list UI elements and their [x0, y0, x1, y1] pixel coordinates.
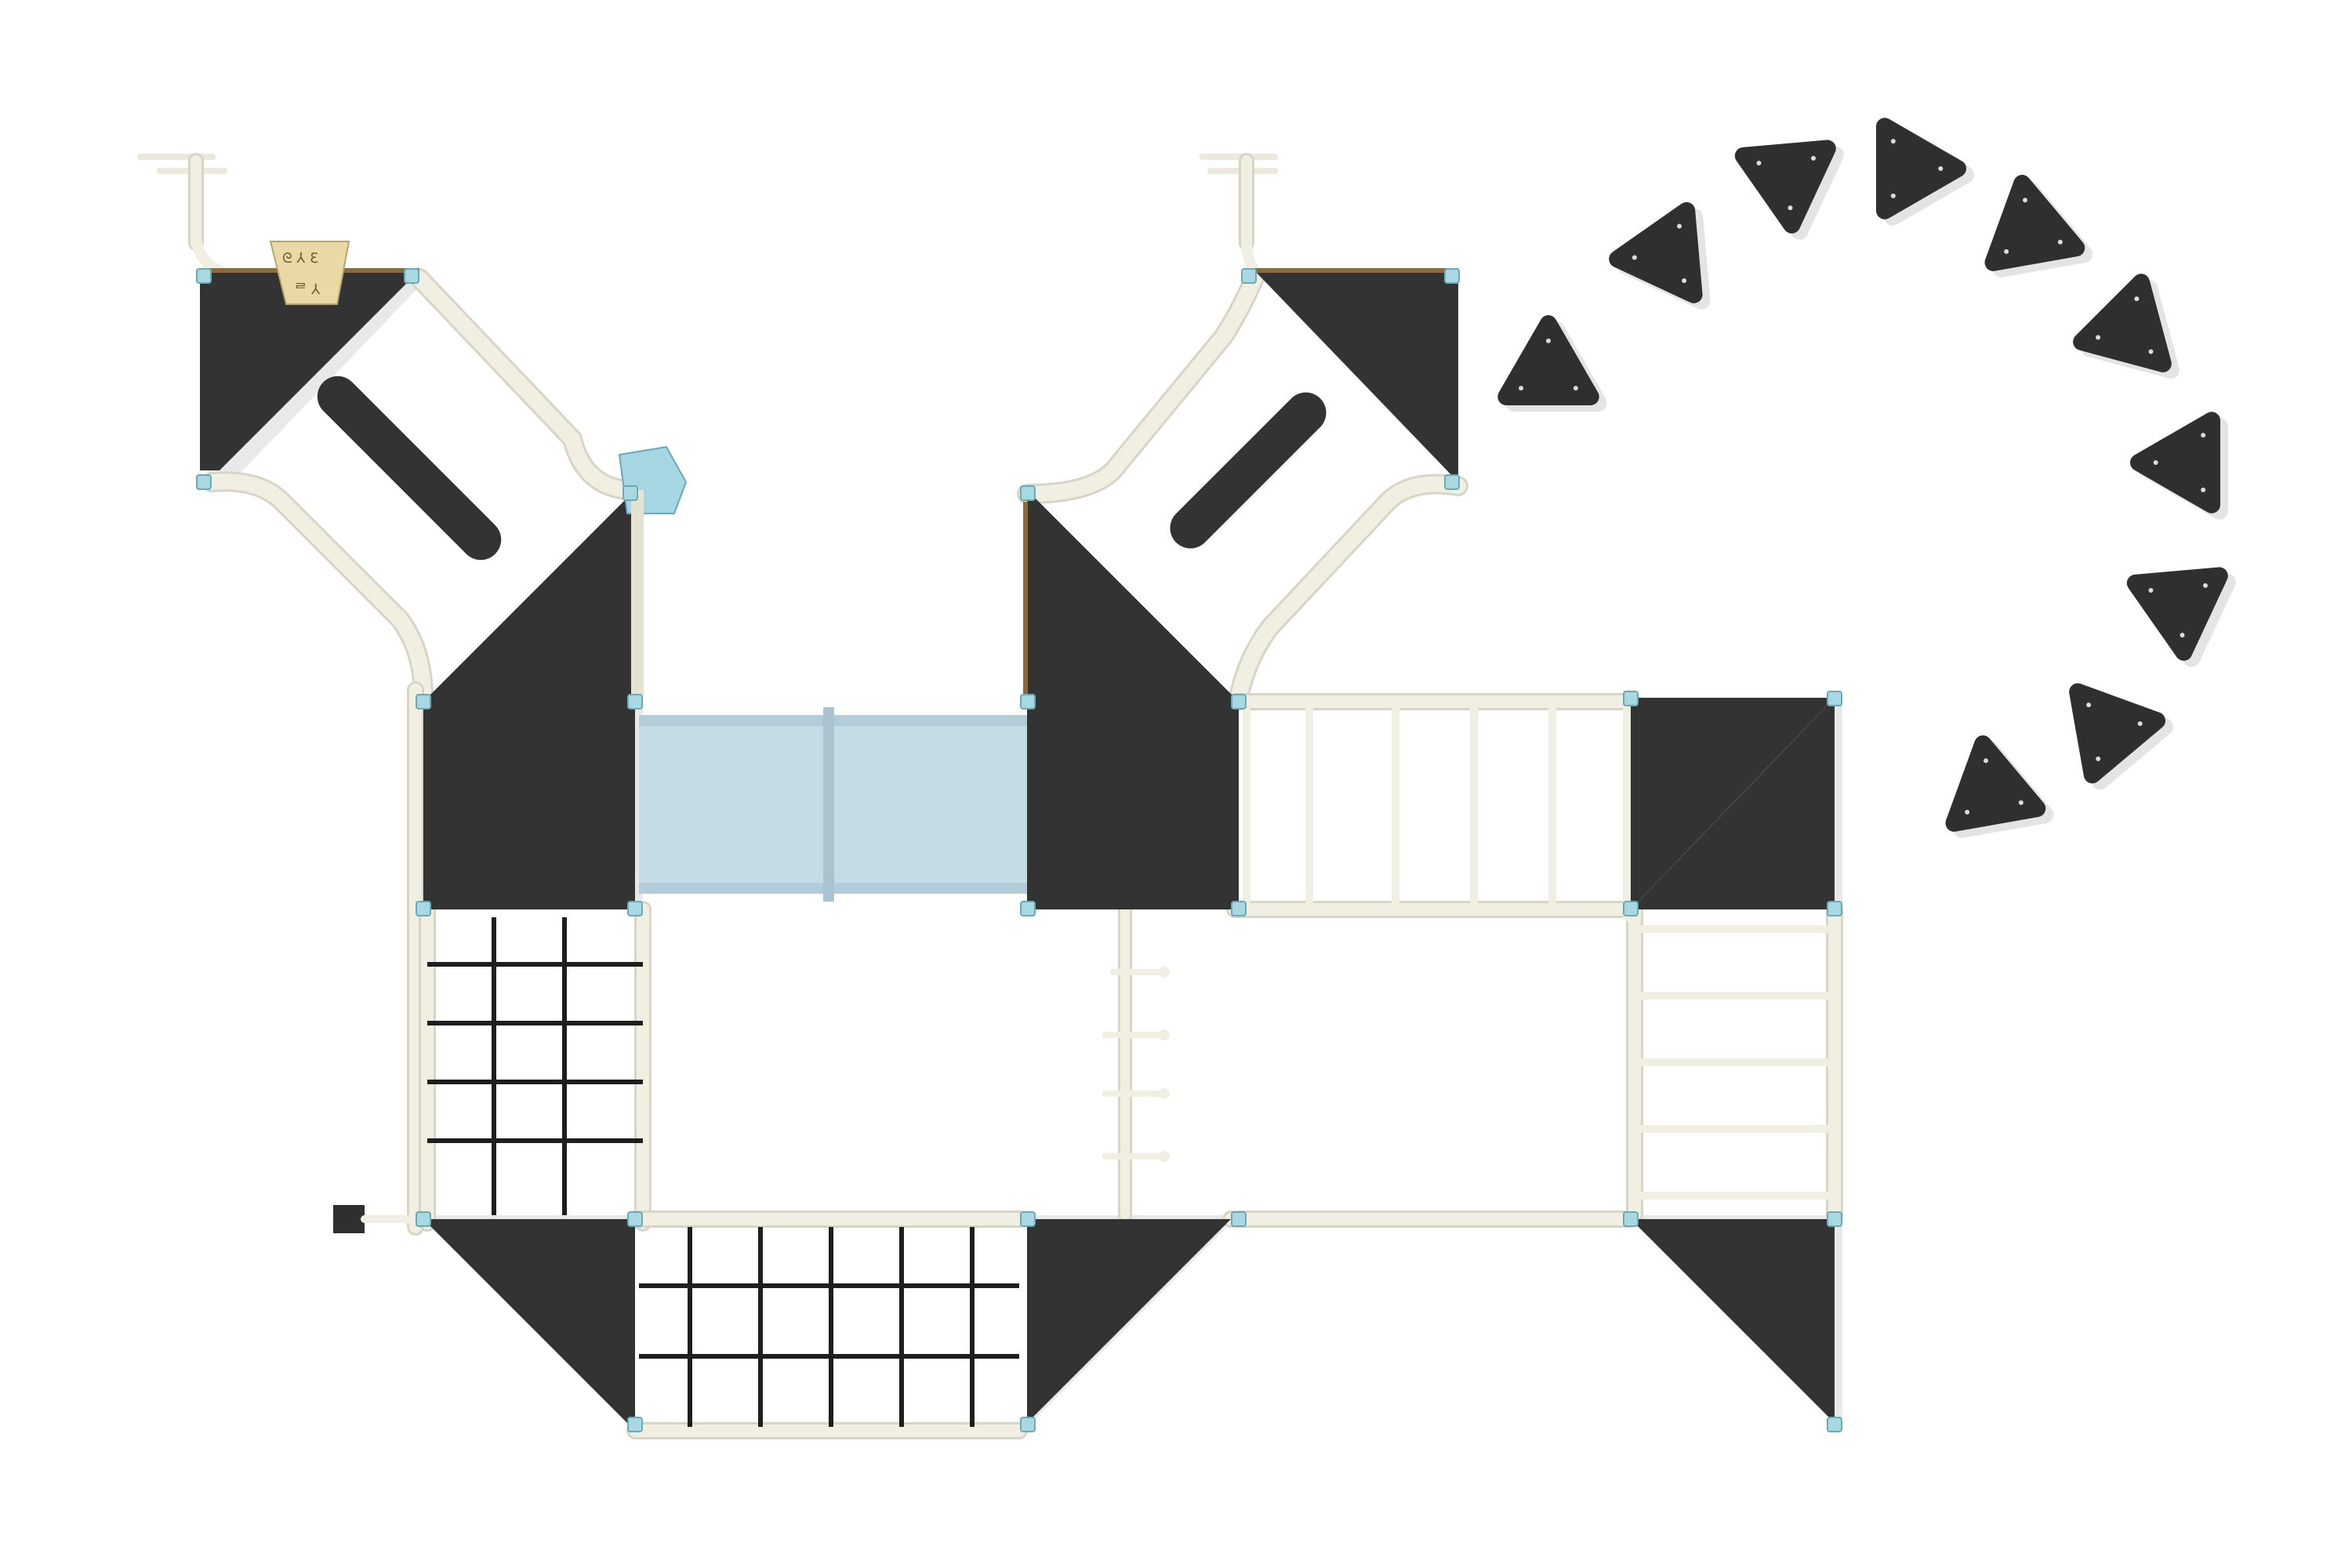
climbing-net-bottom	[639, 1227, 1019, 1427]
stone-bolt	[2086, 702, 2092, 708]
rope-ladder	[1102, 967, 1170, 1162]
stone-bolt	[1519, 386, 1524, 391]
stone-bolt	[2180, 633, 2185, 638]
svg-text:ᄅ ⅄: ᄅ ⅄	[294, 281, 321, 298]
stone-bolt	[2096, 335, 2101, 340]
steering-panel: ᘓ ⅄ Ɛ ᄅ ⅄	[269, 241, 350, 305]
stone-bolt	[2023, 198, 2028, 203]
stepping-stone	[1945, 735, 2046, 832]
triangle-deck-top-left	[200, 270, 419, 470]
stone-bolt	[1756, 160, 1762, 165]
stepping-stone	[1734, 140, 1836, 234]
stone-bolt	[2153, 460, 2158, 465]
stone-bolt	[2203, 583, 2209, 588]
flag-pole-left	[137, 153, 227, 276]
tunnel	[639, 707, 1027, 902]
stone-bolt	[1546, 338, 1551, 343]
triangle-deck-bottom-left	[423, 1219, 635, 1431]
stepping-stone	[2126, 567, 2228, 661]
stone-bolt	[1890, 139, 1896, 144]
deck-platform-center	[1027, 702, 1239, 909]
stone-bolt	[1677, 223, 1682, 229]
stone-bolt	[1682, 278, 1687, 284]
stone-bolt	[2096, 756, 2101, 761]
stone-bolt	[2004, 249, 2009, 254]
climbing-net-left	[427, 917, 643, 1215]
stone-bolt	[1938, 166, 1944, 171]
triangle-deck-upper-right	[1027, 494, 1239, 702]
stepping-stone	[2073, 274, 2172, 372]
side-panel	[333, 1205, 419, 1233]
balance-beam-left	[317, 376, 502, 561]
stone-bolt	[2134, 296, 2140, 302]
flag-pole-right	[1200, 153, 1278, 276]
deck-edge-trim	[1254, 268, 1458, 273]
triangle-deck-bottom-right	[1631, 1219, 1835, 1423]
stone-bolt	[1573, 386, 1578, 391]
triangle-deck-bottom-center	[1027, 1219, 1231, 1423]
stone-bolt	[2148, 349, 2154, 354]
stepping-stone	[2130, 412, 2220, 514]
stone-bolt	[2018, 800, 2024, 805]
stone-bolt	[1890, 193, 1896, 198]
stone-bolt	[2201, 487, 2206, 492]
stepping-stone	[2069, 683, 2166, 784]
stone-bolt	[1984, 758, 1989, 764]
stepping-stone	[1497, 315, 1599, 405]
stone-bolt	[1965, 809, 1970, 815]
clamps	[196, 268, 1842, 1432]
stepping-stones	[1497, 118, 2236, 838]
stone-bolt	[1788, 205, 1793, 211]
ladder	[1631, 925, 1838, 1200]
deck-platform-right	[1630, 697, 1835, 910]
stone-bolt	[1632, 255, 1637, 260]
bridge-slats	[1243, 702, 1556, 909]
stepping-stone	[1609, 201, 1703, 303]
balance-beam-right	[1170, 392, 1327, 549]
stone-bolt	[2201, 433, 2206, 438]
deck-edge-trim	[1023, 502, 1028, 698]
stone-bolt	[1811, 155, 1817, 161]
triangle-deck-upper-left	[423, 494, 635, 702]
stone-bolt	[2137, 721, 2143, 727]
stone-bolt	[2148, 587, 2154, 593]
stone-bolt	[2057, 239, 2063, 245]
svg-text:ᘓ ⅄ Ɛ: ᘓ ⅄ Ɛ	[282, 250, 318, 267]
stepping-stone	[1984, 174, 2085, 271]
deck-platform-left	[423, 702, 635, 909]
triangle-deck-top-right	[1254, 270, 1458, 482]
stepping-stone	[1876, 118, 1966, 220]
frame-poles	[201, 268, 1843, 1439]
